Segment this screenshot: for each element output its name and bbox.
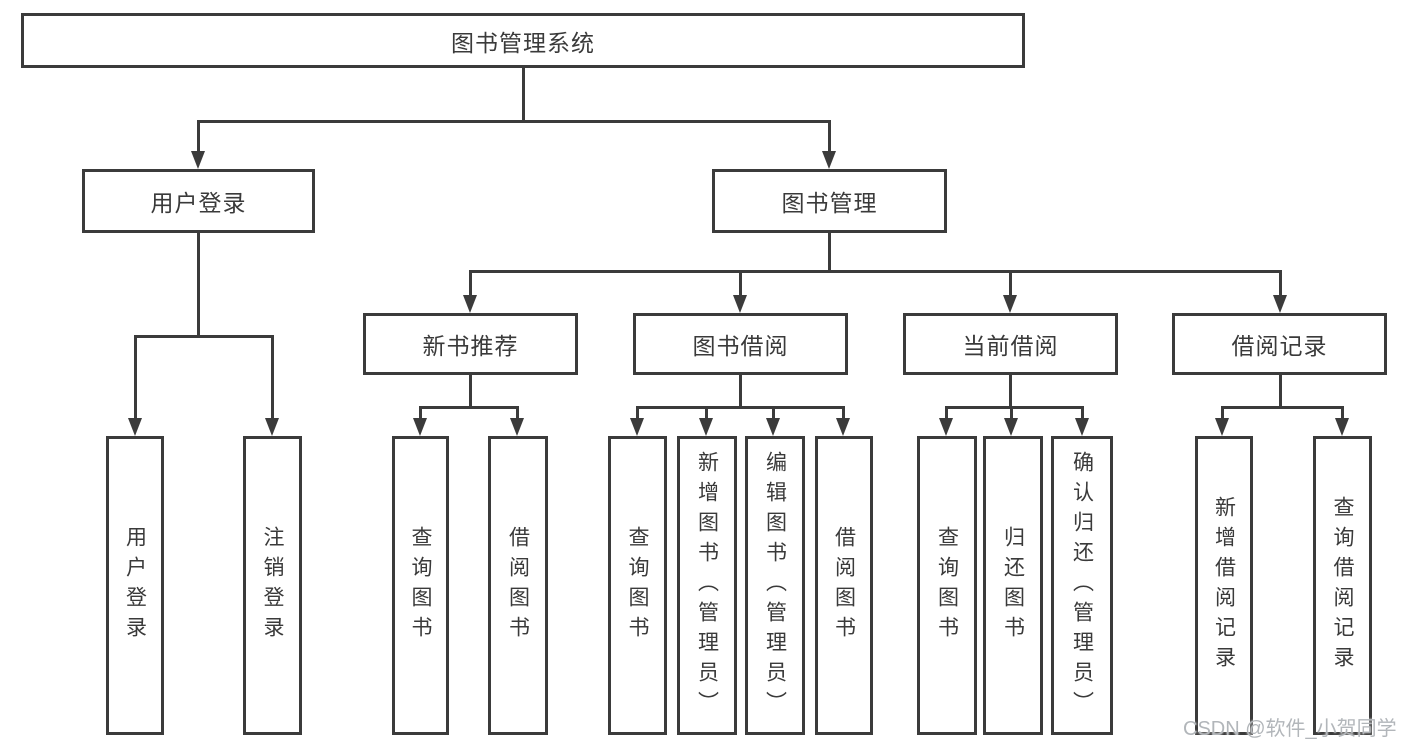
connector-cb-c1	[945, 406, 948, 420]
connector-br-c2	[1341, 406, 1344, 420]
node-current-borrow-label: 当前借阅	[962, 333, 1059, 359]
node-book-borrow: 图书借阅	[633, 313, 848, 375]
node-nb-borrow-book-label: 借阅图书	[506, 525, 530, 646]
connector-user-login-stem	[197, 233, 200, 335]
node-nb-query-book-label: 查询图书	[409, 525, 432, 646]
connector-new-book-horizontal	[419, 406, 518, 409]
node-logout-leaf-label: 注销登录	[261, 525, 284, 646]
connector-nb-c2	[516, 406, 519, 420]
arrowhead-book-mgmt	[822, 151, 836, 169]
arrowhead-user-login	[191, 151, 205, 169]
node-new-book-recommend: 新书推荐	[363, 313, 578, 375]
node-bb-query-book: 查询图书	[608, 436, 667, 735]
connector-bb-c4	[842, 406, 845, 420]
connector-user-login-horizontal	[134, 335, 274, 338]
node-book-mgmt: 图书管理	[712, 169, 947, 233]
connector-root-stem	[522, 68, 525, 122]
arrowhead-new-book	[463, 295, 477, 313]
node-bb-borrow-book: 借阅图书	[815, 436, 873, 735]
node-br-add-record: 新增借阅记录	[1195, 436, 1253, 735]
arrowhead-bb-c1	[630, 418, 644, 436]
node-bb-query-book-label: 查询图书	[626, 525, 649, 646]
arrowhead-bb-c2	[699, 418, 713, 436]
node-bb-add-book-admin: 新增图书（管理员）	[677, 436, 737, 735]
arrowhead-cb-c2	[1004, 418, 1018, 436]
connector-to-login	[134, 335, 137, 420]
node-book-borrow-label: 图书借阅	[692, 333, 789, 359]
node-root-label: 图书管理系统	[451, 29, 595, 56]
connector-to-borrow-record	[1279, 270, 1282, 297]
connector-to-book-borrow	[739, 270, 742, 297]
connector-bb-c1	[636, 406, 639, 420]
connector-cb-c2	[1010, 406, 1013, 420]
node-book-mgmt-label: 图书管理	[781, 190, 878, 216]
arrowhead-login	[128, 418, 142, 436]
node-nb-borrow-book: 借阅图书	[488, 436, 548, 735]
arrowhead-borrow-record	[1273, 295, 1287, 313]
connector-l3-horizontal	[469, 270, 1282, 273]
node-cb-confirm-return-admin: 确认归还（管理员）	[1051, 436, 1113, 735]
node-cb-confirm-return-admin-label: 确认归还（管理员）	[1070, 450, 1094, 721]
arrowhead-bb-c3	[766, 418, 780, 436]
connector-new-book-stem	[469, 375, 472, 406]
node-bb-edit-book-admin-label: 编辑图书（管理员）	[763, 450, 787, 721]
connector-to-logout	[271, 335, 274, 420]
connector-to-current-borrow	[1009, 270, 1012, 297]
node-bb-borrow-book-label: 借阅图书	[832, 525, 856, 646]
arrowhead-nb-c2	[510, 418, 524, 436]
node-bb-add-book-admin-label: 新增图书（管理员）	[695, 450, 719, 721]
arrowhead-cb-c3	[1075, 418, 1089, 436]
node-cb-return-book-label: 归还图书	[1001, 525, 1025, 646]
node-cb-return-book: 归还图书	[983, 436, 1043, 735]
node-borrow-record: 借阅记录	[1172, 313, 1387, 375]
connector-book-borrow-stem	[739, 375, 742, 406]
connector-book-mgmt-stem	[828, 233, 831, 270]
node-br-query-record: 查询借阅记录	[1313, 436, 1372, 735]
arrowhead-bb-c4	[836, 418, 850, 436]
connector-br-c1	[1221, 406, 1224, 420]
connector-current-borrow-stem	[1009, 375, 1012, 406]
node-nb-query-book: 查询图书	[392, 436, 449, 735]
node-current-borrow: 当前借阅	[903, 313, 1118, 375]
node-bb-edit-book-admin: 编辑图书（管理员）	[745, 436, 805, 735]
node-user-login-label: 用户登录	[150, 190, 247, 216]
node-user-login: 用户登录	[82, 169, 315, 233]
node-logout-leaf: 注销登录	[243, 436, 302, 735]
node-new-book-recommend-label: 新书推荐	[422, 333, 519, 359]
arrowhead-current-borrow	[1003, 295, 1017, 313]
connector-nb-c1	[419, 406, 422, 420]
arrowhead-br-c1	[1215, 418, 1229, 436]
node-borrow-record-label: 借阅记录	[1231, 333, 1328, 359]
node-br-query-record-label: 查询借阅记录	[1331, 495, 1354, 676]
arrowhead-br-c2	[1335, 418, 1349, 436]
connector-borrow-record-horizontal	[1221, 406, 1343, 409]
node-user-login-leaf-label: 用户登录	[123, 525, 147, 646]
node-br-add-record-label: 新增借阅记录	[1212, 495, 1236, 676]
node-user-login-leaf: 用户登录	[106, 436, 164, 735]
node-cb-query-book: 查询图书	[917, 436, 977, 735]
arrowhead-nb-c1	[413, 418, 427, 436]
connector-book-borrow-horizontal	[636, 406, 845, 409]
node-cb-query-book-label: 查询图书	[935, 525, 959, 646]
connector-bb-c2	[705, 406, 708, 420]
arrowhead-logout	[265, 418, 279, 436]
connector-to-book-mgmt	[828, 120, 831, 154]
connector-l1-horizontal	[197, 120, 831, 123]
connector-cb-c3	[1081, 406, 1084, 420]
connector-to-user-login	[197, 120, 200, 154]
arrowhead-book-borrow	[733, 295, 747, 313]
node-root: 图书管理系统	[21, 13, 1025, 68]
connector-borrow-record-stem	[1279, 375, 1282, 406]
connector-current-borrow-horizontal	[945, 406, 1083, 409]
connector-bb-c3	[772, 406, 775, 420]
connector-to-new-book	[469, 270, 472, 297]
csdn-watermark: CSDN @软件_小贺同学	[1183, 718, 1397, 740]
arrowhead-cb-c1	[939, 418, 953, 436]
